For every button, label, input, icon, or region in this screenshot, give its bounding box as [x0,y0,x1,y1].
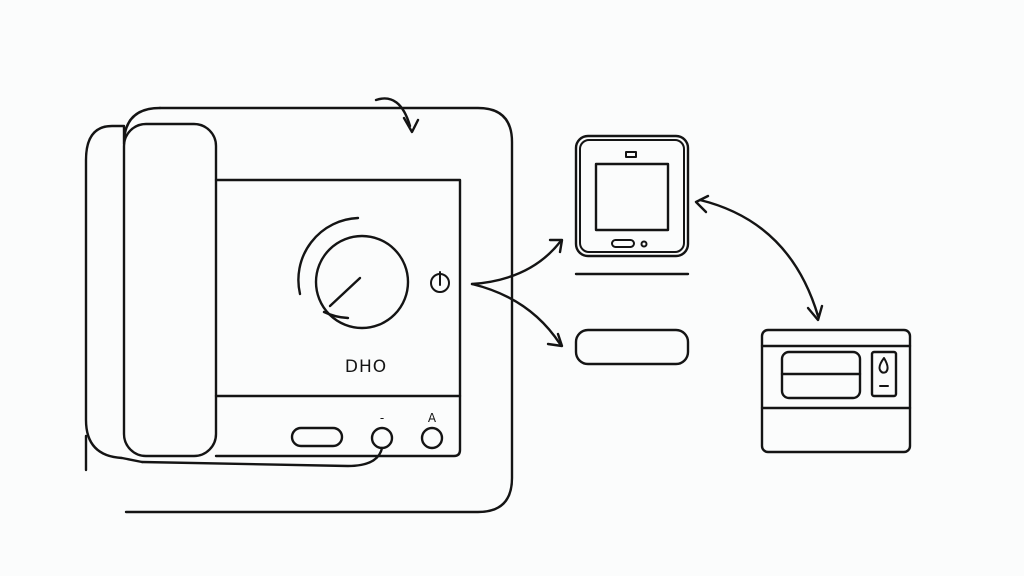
base-unit-housing [124,106,514,514]
camera-icon [625,151,637,158]
branch-arrows [470,238,564,348]
arrow-head-slot [546,332,564,348]
cord [140,446,384,468]
wall-panel-body [574,134,690,258]
wall-panel-bezel [579,139,685,253]
button-mark-right: A [428,411,437,425]
indicator-dot [640,240,648,248]
pill-button[interactable] [290,426,344,448]
connection-arc [698,198,820,318]
thermostat [760,328,912,454]
card-slot [574,328,690,366]
round-button-left[interactable] [370,426,394,450]
flame-icon [878,357,889,374]
home-button[interactable] [611,239,635,248]
button-mark-left: - [380,411,384,425]
arrow-head-bottom [806,304,824,322]
base-unit: DHO - A [84,97,514,514]
two-way-arrow [694,194,824,322]
dial-label: DHO [345,357,387,377]
round-button-right[interactable] [420,426,444,450]
arrow-head-top [694,194,710,214]
thermostat-body [760,328,912,454]
control-box [870,350,898,398]
front-panel [214,178,462,458]
rotate-arrow-icon [374,97,420,134]
handset-icon [122,122,218,458]
arrow-to-slot [470,282,562,346]
arrow-to-panel [470,240,562,286]
power-icon[interactable] [430,271,450,293]
wall-panel [574,134,690,276]
tablet-screen-icon [594,162,670,232]
dial-knob-icon[interactable] [297,216,410,330]
arrow-head-panel [548,238,564,254]
